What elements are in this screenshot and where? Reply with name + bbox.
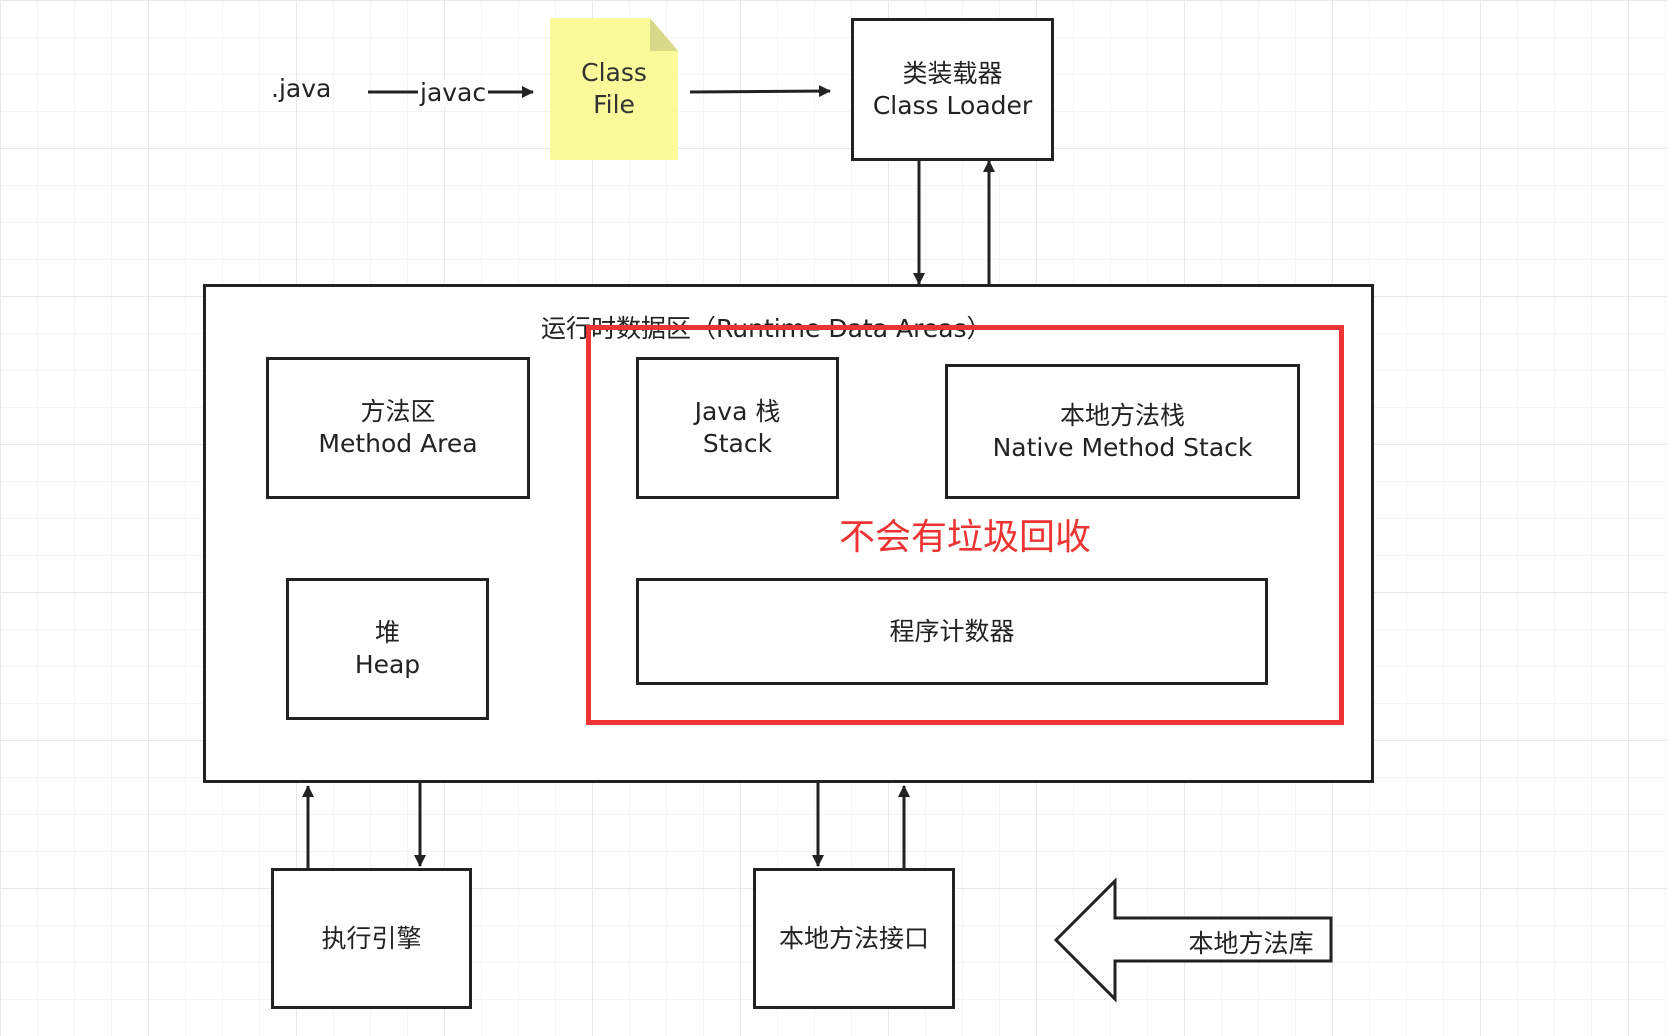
method-area-en: Method Area <box>318 429 478 458</box>
execution-engine-box[interactable]: 执行引擎 <box>271 868 472 1009</box>
native-library-label[interactable]: 本地方法库 <box>1188 929 1314 958</box>
native-interface-box[interactable]: 本地方法接口 <box>753 868 955 1009</box>
program-counter-label: 程序计数器 <box>889 616 1015 646</box>
classfile-to-loader-arrow <box>689 85 831 98</box>
no-gc-note: 不会有垃圾回收 <box>838 517 1091 558</box>
heap-cn: 堆 <box>374 618 400 647</box>
native-library-arrow-shape <box>1053 877 1333 1003</box>
native-method-stack-box[interactable]: 本地方法栈 Native Method Stack <box>945 364 1300 499</box>
no-gc-highlight-frame <box>586 325 1344 725</box>
native-stack-en: Native Method Stack <box>992 432 1253 462</box>
javac-label: javac <box>418 78 489 107</box>
class-file-line1: Class <box>581 58 647 87</box>
native-interface-label: 本地方法接口 <box>778 923 929 953</box>
native-stack-cn: 本地方法栈 <box>1059 400 1185 430</box>
java-stack-en: Stack <box>702 429 773 458</box>
class-loader-en: Class Loader <box>872 90 1033 120</box>
execution-engine-label: 执行引擎 <box>321 923 422 953</box>
class-loader-box[interactable]: 类装载器 Class Loader <box>851 18 1054 161</box>
class-loader-cn: 类装载器 <box>902 58 1003 88</box>
heap-en: Heap <box>354 650 421 679</box>
method-area-cn: 方法区 <box>360 397 436 426</box>
class-file-line2: File <box>593 90 635 119</box>
class-file-note[interactable]: Class File <box>550 18 678 160</box>
method-area-box[interactable]: 方法区 Method Area <box>266 357 530 499</box>
program-counter-box[interactable]: 程序计数器 <box>636 578 1268 685</box>
java-stack-box[interactable]: Java 栈 Stack <box>636 357 839 499</box>
java-stack-cn: Java 栈 <box>694 397 781 426</box>
heap-box[interactable]: 堆 Heap <box>286 578 489 720</box>
java-source-label: .java <box>271 74 332 103</box>
